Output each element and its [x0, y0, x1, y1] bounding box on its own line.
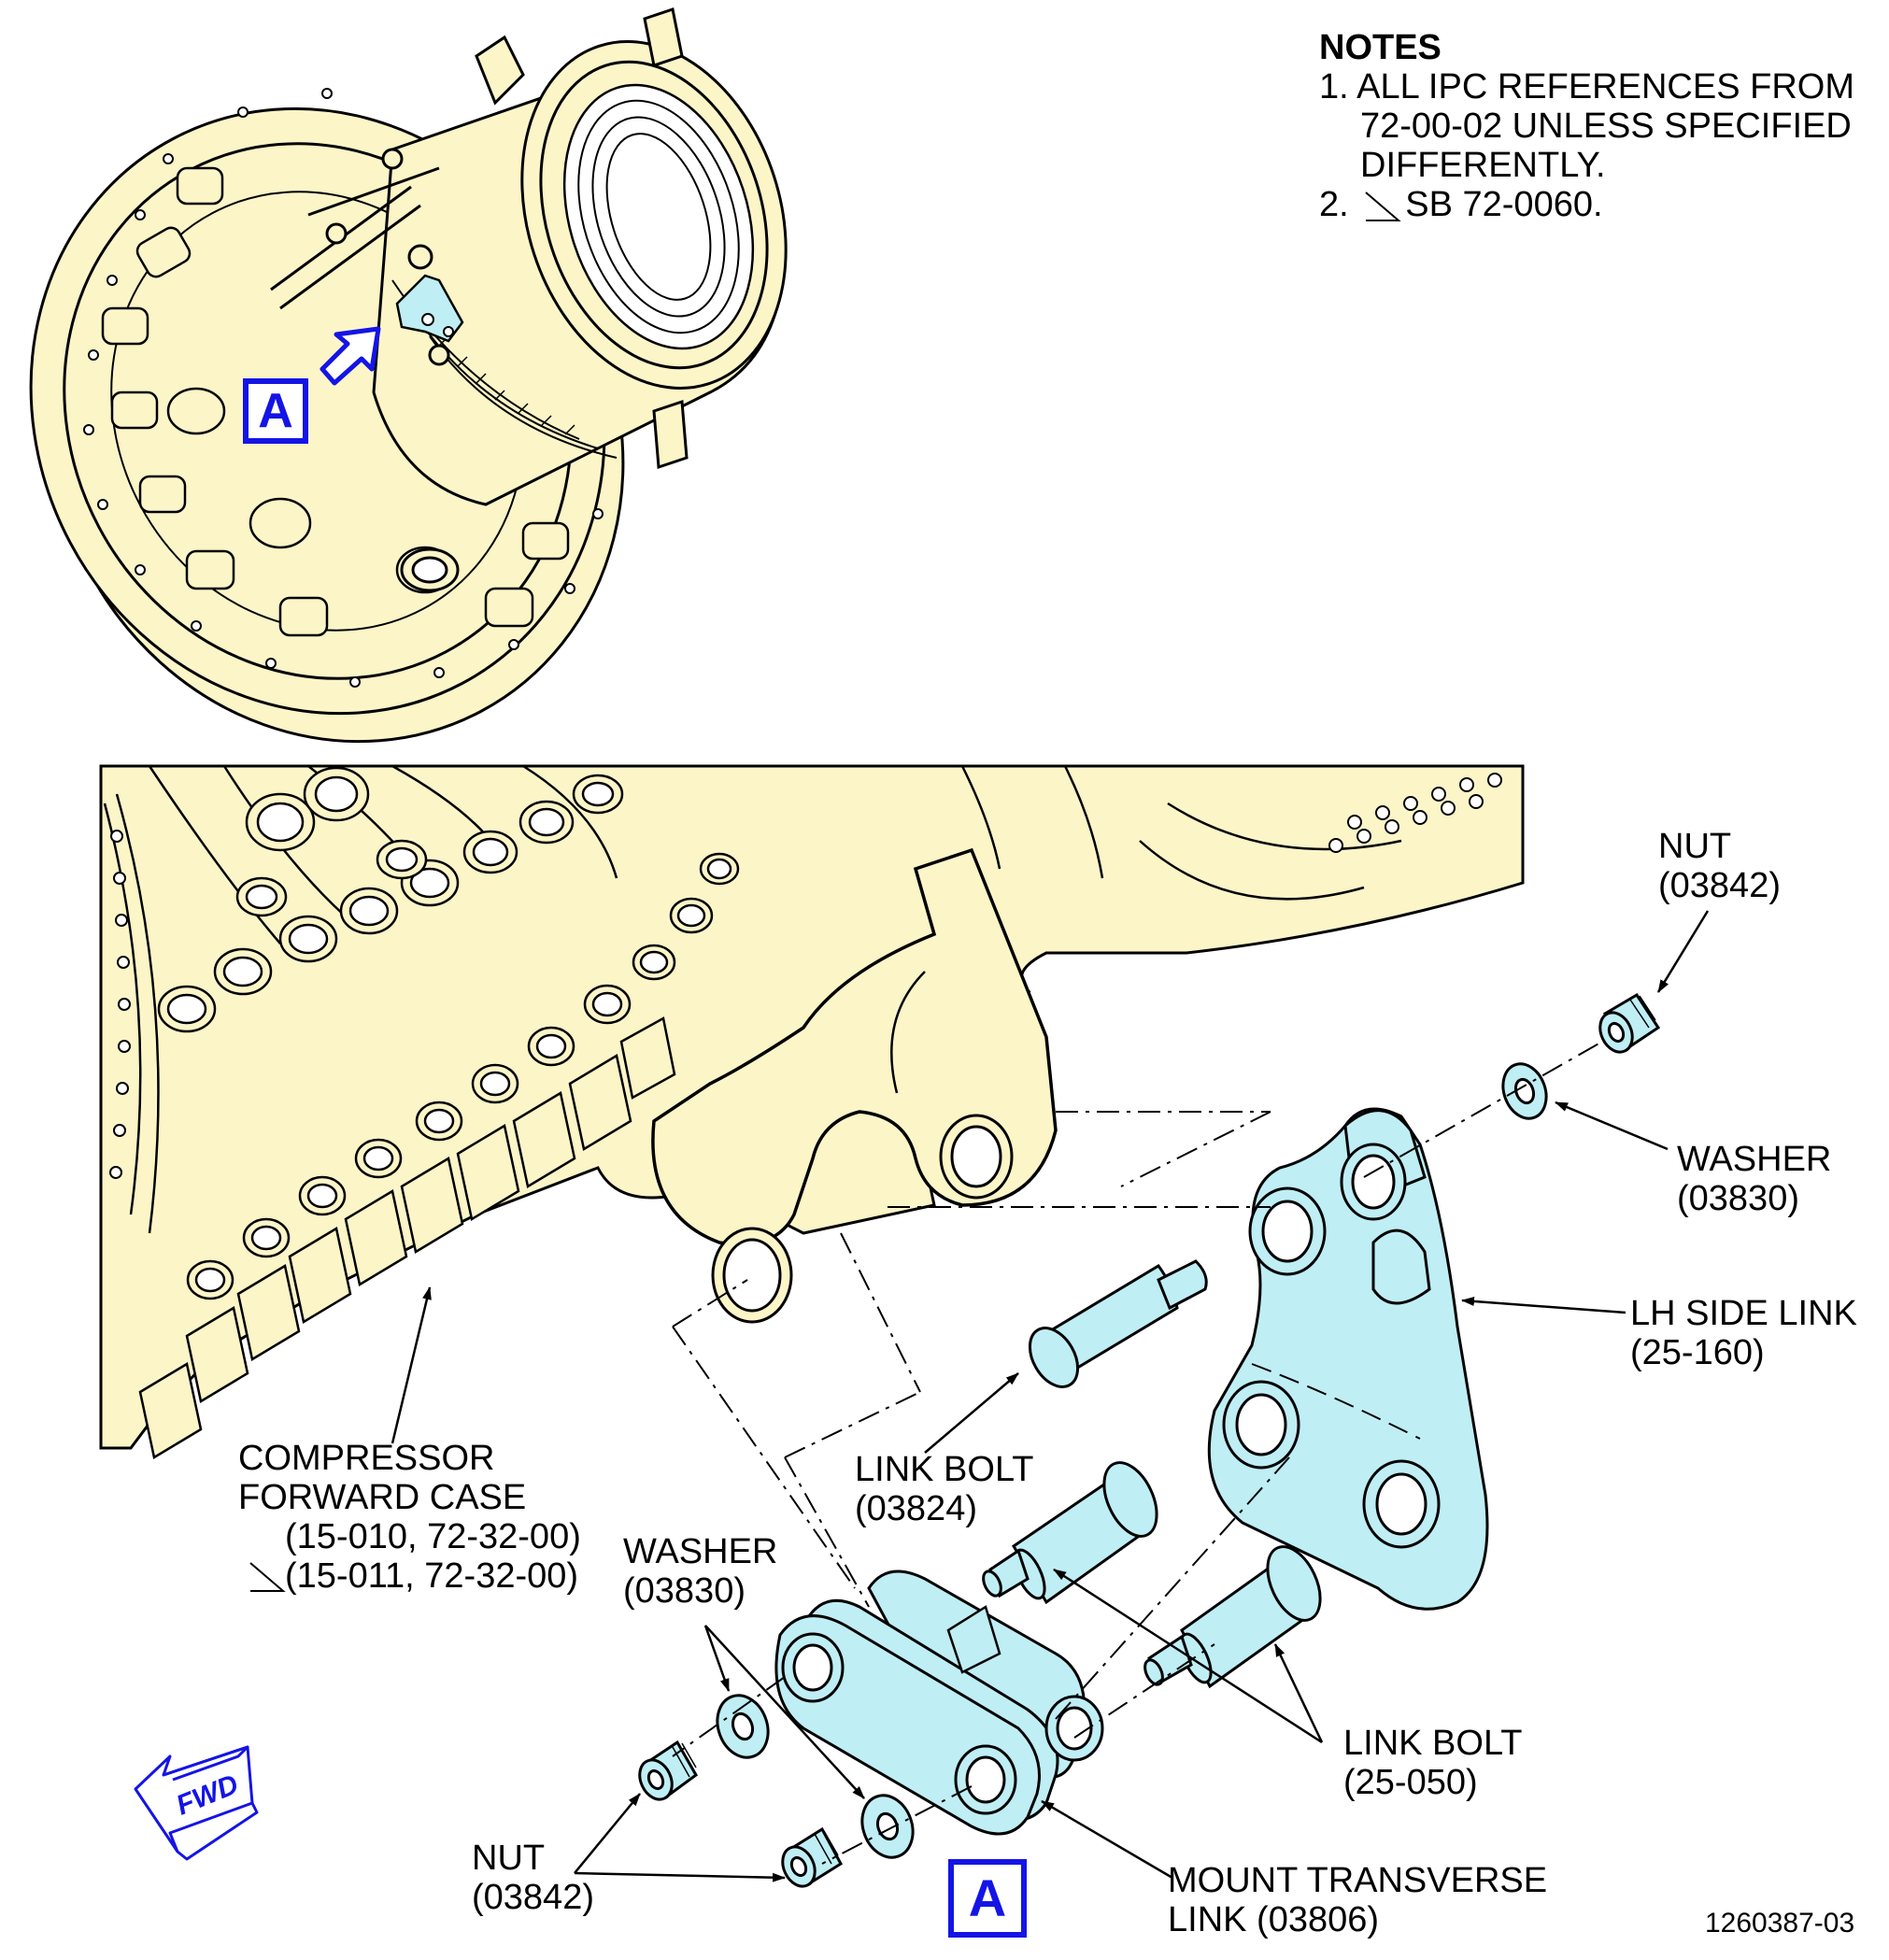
- link-bolt-25050-lower: [1143, 1545, 1322, 1689]
- label-link-bolt-25050-ref: (25-050): [1343, 1763, 1478, 1802]
- label-compressor-line-1: COMPRESSOR: [238, 1439, 495, 1478]
- overview-highlighted-link: [395, 274, 464, 343]
- note-1-line-1: ALL IPC REFERENCES FROM: [1356, 67, 1854, 107]
- note-1-line-2: 72-00-02 UNLESS SPECIFIED: [1360, 107, 1852, 146]
- label-washer-left-ref: (03830): [623, 1571, 746, 1611]
- washer-right-part: [1501, 1062, 1548, 1120]
- nut-bottom-lower-part: [781, 1826, 843, 1888]
- note-flag-symbols: [249, 192, 1401, 1592]
- mount-transverse-link-part: [774, 1569, 1104, 1836]
- link-bolt-25050-upper: [982, 1461, 1158, 1605]
- leader-lines: [391, 910, 1710, 1882]
- label-compressor-line-2: FORWARD CASE: [238, 1478, 527, 1517]
- document-number: 1260387-03: [1705, 1908, 1855, 1939]
- label-mount-line-1: MOUNT TRANSVERSE: [1168, 1861, 1548, 1900]
- note-1-number: 1.: [1319, 67, 1349, 107]
- label-washer-right: WASHER (03830): [1677, 1140, 1831, 1218]
- label-washer-right-name: WASHER: [1677, 1140, 1832, 1179]
- nut-top-part: [1598, 992, 1661, 1054]
- view-locator-arrow: [320, 326, 381, 386]
- label-compressor-forward-case: COMPRESSOR FORWARD CASE (15-010, 72-32-0…: [238, 1439, 581, 1596]
- label-lh-side-link-name: LH SIDE LINK: [1630, 1294, 1857, 1333]
- label-nut-bottom-name: NUT: [472, 1839, 546, 1878]
- label-compressor-ref-1: (15-010, 72-32-00): [285, 1517, 581, 1556]
- label-nut-top-name: NUT: [1658, 827, 1732, 866]
- label-washer-left-name: WASHER: [623, 1532, 778, 1571]
- label-mount-transverse-link: MOUNT TRANSVERSE LINK (03806): [1168, 1861, 1547, 1939]
- label-mount-line-2: LINK (03806): [1168, 1900, 1380, 1939]
- notes-block: NOTES 1. ALL IPC REFERENCES FROM 72-00-0…: [1319, 28, 1854, 224]
- label-nut-top: NUT (03842): [1658, 827, 1781, 905]
- view-a-callout-top: A: [243, 378, 308, 444]
- label-link-bolt-25050-name: LINK BOLT: [1343, 1724, 1523, 1763]
- washer-left-upper-part: [716, 1694, 770, 1759]
- label-nut-bottom: NUT (03842): [472, 1839, 594, 1917]
- note-2: 2. SB 72-0060.: [1319, 185, 1854, 224]
- label-link-bolt-03824-ref: (03824): [855, 1489, 977, 1528]
- nut-bottom-upper-part: [638, 1740, 698, 1801]
- assembly-centerlines: [672, 1041, 1603, 1865]
- label-washer-left: WASHER (03830): [623, 1532, 777, 1611]
- view-a-callout-bottom: A: [948, 1859, 1027, 1938]
- note-1: 1. ALL IPC REFERENCES FROM: [1319, 67, 1854, 107]
- label-nut-bottom-ref: (03842): [472, 1878, 594, 1917]
- washer-left-lower-part: [860, 1794, 915, 1859]
- label-nut-top-ref: (03842): [1658, 866, 1781, 905]
- lh-side-link-part: [1207, 1107, 1489, 1611]
- label-link-bolt-03824: LINK BOLT (03824): [855, 1450, 1033, 1528]
- label-link-bolt-25050: LINK BOLT (25-050): [1343, 1724, 1522, 1802]
- note-1-line-3: DIFFERENTLY.: [1360, 146, 1606, 185]
- link-bolt-03824: [1028, 1259, 1208, 1388]
- fwd-arrow-icon: [134, 1745, 259, 1861]
- label-washer-right-ref: (03830): [1677, 1179, 1799, 1218]
- note-2-number: 2.: [1319, 185, 1349, 224]
- engine-overview: [29, 7, 788, 744]
- notes-heading: NOTES: [1319, 28, 1442, 67]
- label-lh-side-link-ref: (25-160): [1630, 1333, 1765, 1372]
- label-link-bolt-03824-name: LINK BOLT: [855, 1450, 1034, 1489]
- label-compressor-ref-2: (15-011, 72-32-00): [285, 1556, 579, 1596]
- label-lh-side-link: LH SIDE LINK (25-160): [1630, 1294, 1857, 1372]
- note-2-text: SB 72-0060.: [1405, 185, 1603, 224]
